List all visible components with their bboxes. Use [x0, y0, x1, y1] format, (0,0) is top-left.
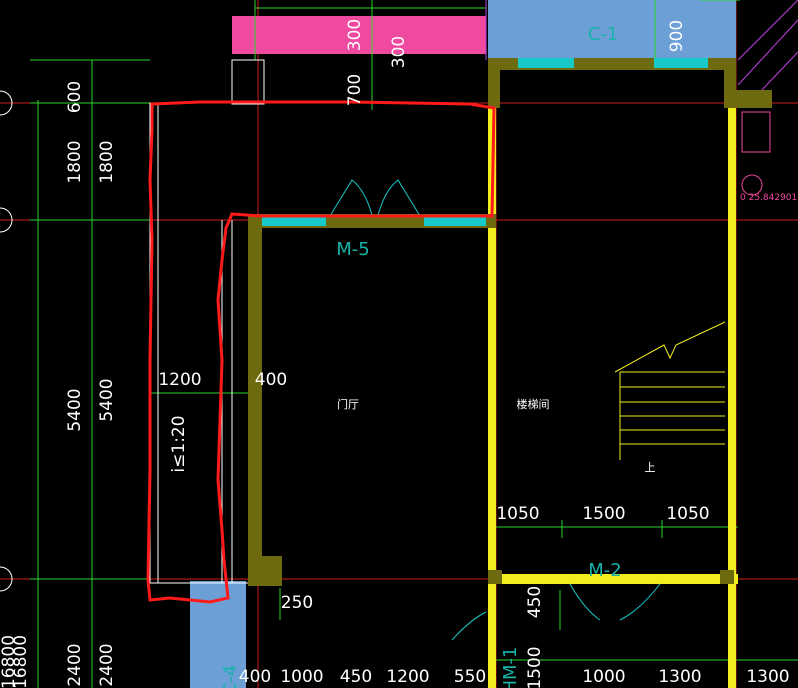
window-label-c4: C-4 [220, 665, 241, 688]
stair-up-label: 上 [645, 461, 656, 474]
dim-left-600: 600 [65, 81, 85, 113]
dim-left-5400a: 5400 [65, 388, 85, 431]
dim-row-550: 550 [454, 667, 486, 687]
stair-treads [614, 321, 726, 460]
room-label-foyer: 门厅 [337, 397, 359, 411]
dim-row-1000b: 1000 [582, 667, 625, 687]
room-label-stair: 楼梯间 [517, 397, 550, 411]
dim-left-1800b: 1800 [97, 140, 117, 183]
dim-row-1300b: 1300 [746, 667, 789, 687]
door-swings [329, 179, 661, 641]
dim-left-2400a: 2400 [65, 643, 85, 686]
equipment-tag: 0 25.842901367 [740, 193, 798, 203]
door-label-m2: M-2 [588, 560, 621, 581]
magenta-diagonals [485, 0, 798, 93]
dim-bottom-250: 250 [281, 593, 313, 613]
magenta-hatch-area [232, 16, 486, 54]
dim-top-300b: 300 [389, 36, 409, 68]
dim-left-5400b: 5400 [97, 378, 117, 421]
dim-ramp-1200: 1200 [158, 370, 201, 390]
dim-stair-1050a: 1050 [496, 504, 539, 524]
dim-left-2400b: 2400 [97, 643, 117, 686]
dim-stair-1050b: 1050 [666, 504, 709, 524]
dim-bottom-1500: 1500 [525, 646, 545, 688]
dim-top-700: 700 [345, 74, 365, 106]
window-c1-balcony [488, 0, 736, 58]
dim-row-400: 400 [239, 667, 271, 687]
dim-left-1800a: 1800 [65, 140, 85, 183]
dim-bottom-450: 450 [525, 586, 545, 618]
door-label-hm1: HM-1 [500, 646, 521, 688]
dimension-lines [30, 0, 798, 688]
window-label-c1: C-1 [588, 24, 619, 45]
dim-row-1200: 1200 [386, 667, 429, 687]
dim-ramp-400: 400 [255, 370, 287, 390]
stair-walls [488, 58, 738, 688]
dim-row-1000a: 1000 [280, 667, 323, 687]
dim-row-1300a: 1300 [658, 667, 701, 687]
dim-left-16800a: 16800 [0, 635, 19, 688]
equipment-fixtures [741, 111, 771, 196]
dim-left-16800b: 16800 [11, 635, 31, 688]
door-label-m5: M-5 [336, 239, 369, 260]
axis-bubbles [0, 90, 13, 592]
ramp-slope-label: i≤1:20 [169, 415, 189, 472]
dim-top-300a: 300 [345, 19, 365, 51]
red-markup-outline [146, 100, 496, 604]
dim-top-900: 900 [667, 20, 687, 52]
dim-row-450: 450 [340, 667, 372, 687]
window-openings [262, 58, 708, 226]
dim-stair-1500: 1500 [582, 504, 625, 524]
